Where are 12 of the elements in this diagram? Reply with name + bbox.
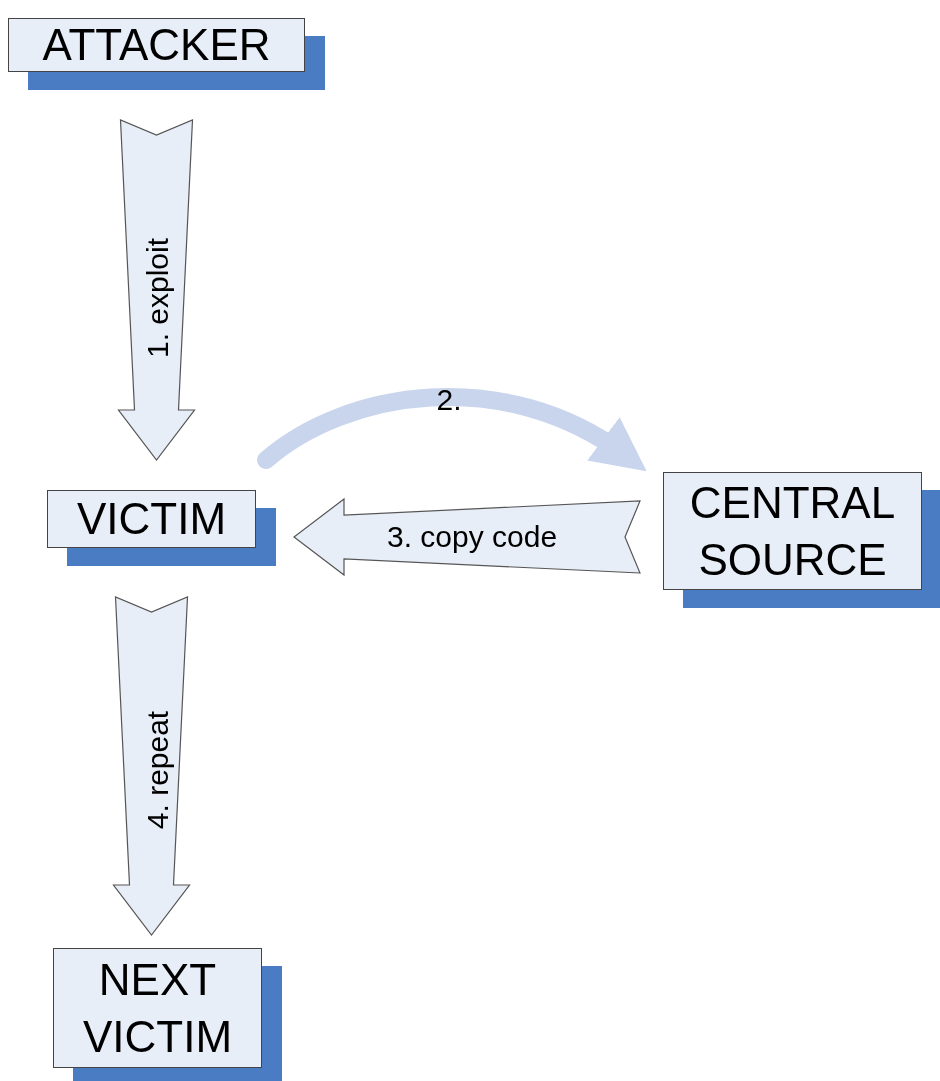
box-label: CENTRAL SOURCE xyxy=(688,476,897,586)
box-label: ATTACKER xyxy=(42,19,271,72)
box-label: VICTIM xyxy=(76,493,227,546)
edge-label: 4. repeat xyxy=(141,710,176,830)
block-arrow xyxy=(117,119,196,461)
curved-arrow xyxy=(257,388,648,470)
edge-label: 3. copy code xyxy=(387,520,558,554)
box-label: NEXT VICTIM xyxy=(81,953,234,1063)
edge-label: 1. exploit xyxy=(141,237,176,359)
block-arrow xyxy=(293,497,641,577)
edge-label: 2. xyxy=(436,383,462,417)
block-arrow xyxy=(112,596,191,936)
